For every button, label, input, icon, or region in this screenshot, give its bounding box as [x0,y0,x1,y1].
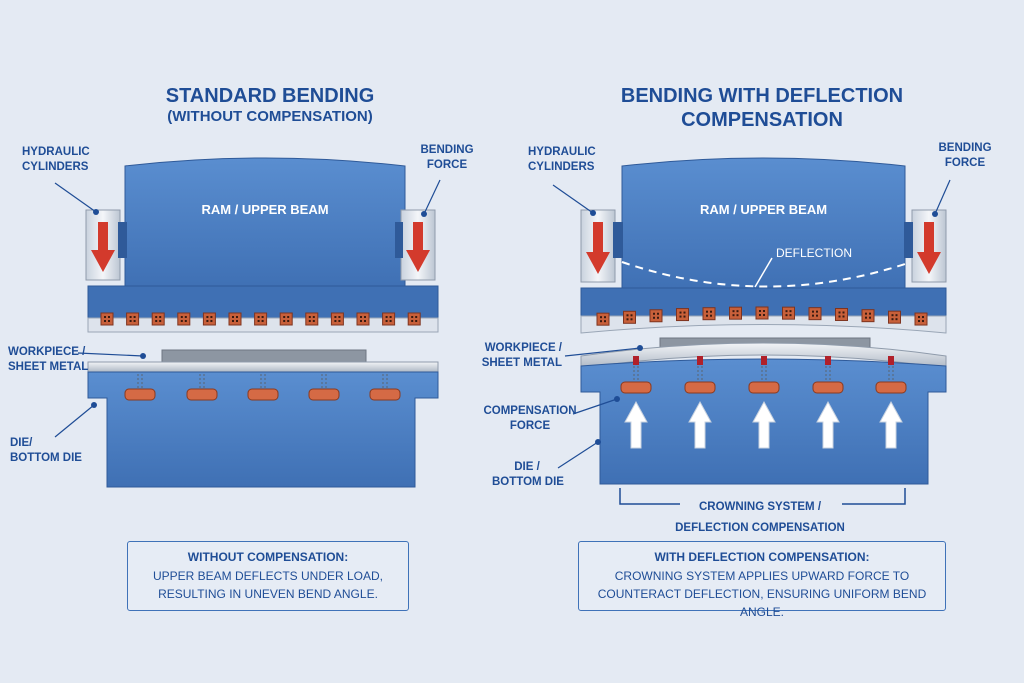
left-die-pad [186,374,218,401]
right-tool-strip [580,315,947,334]
right-clamp [702,307,716,321]
left-die-pad [308,374,340,401]
left-ram-beam [124,157,406,289]
left-clamp [407,312,421,326]
right-ram-label: RAM / UPPER BEAM [699,202,828,217]
deflection-label: DEFLECTION [776,246,853,260]
right-diagram [552,157,951,505]
left-clamp [177,312,191,326]
right-clamp [729,306,742,320]
left-clamp [202,312,216,326]
right-workpiece-label: WORKPIECE /SHEET METAL [481,342,562,369]
left-diagram [54,157,441,488]
compensation-force-arrow [748,356,780,449]
left-die [87,371,439,488]
left-workpiece [87,361,439,373]
right-ram-beam [621,157,906,291]
left-clamp [100,312,114,326]
right-clamp [782,306,795,320]
right-note-box: WITH DEFLECTION COMPENSATION: CROWNING S… [578,541,946,619]
left-subtitle: (WITHOUT COMPENSATION) [167,108,373,125]
left-die-pad [369,374,401,401]
compensation-force-arrow [684,356,716,449]
left-clamp [356,312,370,326]
right-clamp [623,310,636,324]
left-clamp [330,312,344,326]
left-workpiece-label: WORKPIECE /SHEET METAL [8,346,89,373]
compensation-force-arrow [875,356,907,449]
left-clamp [254,312,268,326]
compensation-force-arrow [812,356,844,449]
right-clamp [861,309,875,323]
left-clamp [382,312,396,326]
compensation-force-arrow [620,356,652,449]
crowning-label: CROWNING SYSTEM /DEFLECTION COMPENSATION [675,501,845,534]
right-clamp [835,307,848,321]
left-clamps [100,312,421,326]
right-clamp [914,312,928,326]
crowning-bracket [619,488,906,505]
right-die-label: DIE /BOTTOM DIE [492,461,564,488]
right-force-arrow-left [586,222,610,274]
left-note-line1: UPPER BEAM DEFLECTS UNDER LOAD, [152,569,384,583]
left-ram-label: RAM / UPPER BEAM [201,202,329,217]
deflection-curve [621,261,906,288]
left-die-pad [124,374,156,401]
right-clamp [676,308,689,322]
right-clamp [755,306,769,320]
left-clamp [279,312,293,326]
left-clamp [151,312,165,326]
left-note-line2: RESULTING IN UNEVEN BEND ANGLE. [158,587,378,601]
left-note-title: WITHOUT COMPENSATION: [187,550,349,564]
right-title-line2: COMPENSATION [681,109,843,131]
left-punch-bar [161,349,367,363]
left-die-label: DIE/BOTTOM DIE [10,437,82,464]
right-clamp [596,312,610,326]
right-force-arrow-right [917,222,941,274]
left-force-arrow-left [91,222,115,272]
right-note-line2: COUNTERACT DEFLECTION, ENSURING UNIFORM … [597,587,927,619]
right-note-line1: CROWNING SYSTEM APPLIES UPWARD FORCE TO [614,569,910,583]
right-clamp [649,309,663,323]
left-note-box: WITHOUT COMPENSATION: UPPER BEAM DEFLECT… [127,541,409,611]
left-clamp [126,312,140,326]
right-title-line1: BENDING WITH DEFLECTION [620,85,904,107]
right-note-title: WITH DEFLECTION COMPENSATION: [654,550,870,564]
left-force-arrow-right [406,222,430,272]
left-clamp [305,312,319,326]
right-clamp [808,307,822,321]
right-clamp [888,310,901,324]
left-clamp [228,312,242,326]
left-title: STANDARD BENDING [165,85,375,107]
left-die-pad [247,374,279,401]
